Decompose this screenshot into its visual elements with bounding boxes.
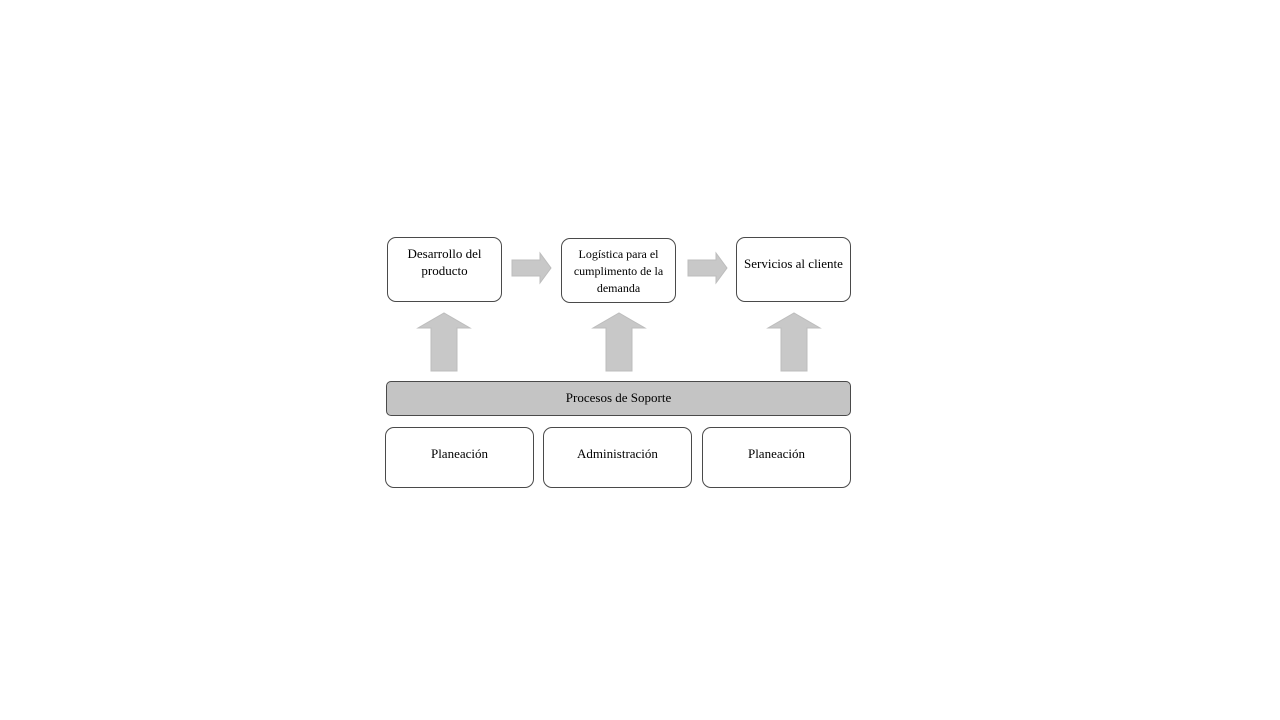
process-box-desarrollo: Desarrollo del producto <box>387 237 502 302</box>
support-title: Procesos de Soporte <box>565 390 672 405</box>
support-box-planeacion-2: Planeación <box>702 427 851 488</box>
support-label: Planeación <box>747 446 806 461</box>
process-box-servicios: Servicios al cliente <box>736 237 851 302</box>
support-label: Administración <box>577 446 658 461</box>
up-arrow-icon <box>766 312 822 372</box>
right-arrow-icon <box>511 251 552 285</box>
support-processes-bar: Procesos de Soporte <box>386 381 851 416</box>
process-label: Desarrollo del producto <box>407 246 482 278</box>
support-box-planeacion: Planeación <box>385 427 534 488</box>
support-label: Planeación <box>430 446 489 461</box>
support-box-administracion: Administración <box>543 427 692 488</box>
process-box-logistica: Logística para el cumplimento de la dema… <box>561 238 676 303</box>
up-arrow-icon <box>416 312 472 372</box>
process-label: Logística para el cumplimento de la dema… <box>573 247 664 295</box>
up-arrow-icon <box>591 312 647 372</box>
right-arrow-icon <box>687 251 728 285</box>
process-label: Servicios al cliente <box>744 256 843 271</box>
